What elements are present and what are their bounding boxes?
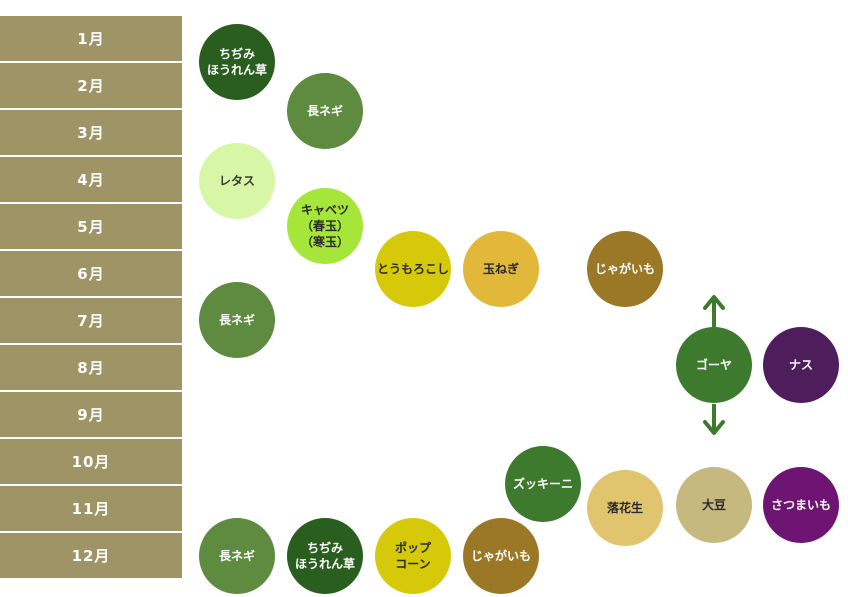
vegetable-sweet-potato: さつまいも bbox=[763, 467, 839, 543]
month-label: 4月 bbox=[0, 157, 182, 204]
vegetable-negi-jul: 長ネギ bbox=[199, 282, 275, 358]
vegetable-potato-jun: じゃがいも bbox=[587, 231, 663, 307]
vegetable-chijimi-spinach-dec: ちぢみ ほうれん草 bbox=[287, 518, 363, 594]
month-label: 12月 bbox=[0, 533, 182, 580]
month-label: 10月 bbox=[0, 439, 182, 486]
month-label: 5月 bbox=[0, 204, 182, 251]
month-label: 9月 bbox=[0, 392, 182, 439]
vegetable-negi-dec: 長ネギ bbox=[199, 518, 275, 594]
vegetable-potato-dec: じゃがいも bbox=[463, 518, 539, 594]
month-label: 8月 bbox=[0, 345, 182, 392]
month-label: 3月 bbox=[0, 110, 182, 157]
vegetable-cabbage: キャベツ （春玉） （寒玉） bbox=[287, 188, 363, 264]
vegetable-lettuce: レタス bbox=[199, 143, 275, 219]
vegetable-popcorn: ポップ コーン bbox=[375, 518, 451, 594]
vegetable-corn: とうもろこし bbox=[375, 231, 451, 307]
vegetable-soybean: 大豆 bbox=[676, 467, 752, 543]
month-label: 11月 bbox=[0, 486, 182, 533]
vegetable-zucchini: ズッキーニ bbox=[505, 446, 581, 522]
vegetable-negi-feb: 長ネギ bbox=[287, 73, 363, 149]
month-label: 7月 bbox=[0, 298, 182, 345]
month-label: 2月 bbox=[0, 63, 182, 110]
month-label: 1月 bbox=[0, 16, 182, 63]
month-label: 6月 bbox=[0, 251, 182, 298]
vegetable-peanut: 落花生 bbox=[587, 470, 663, 546]
vegetable-chijimi-spinach-jan: ちぢみ ほうれん草 bbox=[199, 24, 275, 100]
vegetable-onion: 玉ねぎ bbox=[463, 231, 539, 307]
vegetable-eggplant: ナス bbox=[763, 327, 839, 403]
vegetable-goya: ゴーヤ bbox=[676, 327, 752, 403]
